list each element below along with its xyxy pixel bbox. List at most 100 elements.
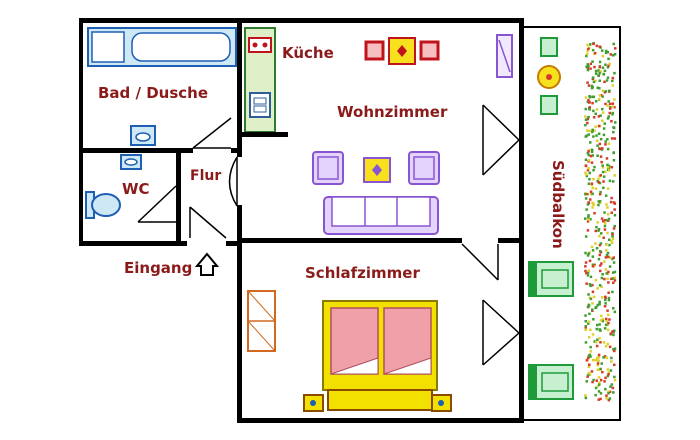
living-room-set <box>312 151 440 235</box>
plant-dot <box>599 155 603 158</box>
plant-dot <box>599 319 603 322</box>
plant-dot <box>609 332 613 335</box>
plant-dot <box>586 129 589 132</box>
plant-dot <box>603 69 607 73</box>
plant-dot <box>601 49 604 52</box>
plant-dot <box>591 76 595 79</box>
balcony-lounger-icon <box>528 261 574 297</box>
balcony-lounger-icon <box>528 364 574 400</box>
plant-dot <box>598 200 601 204</box>
plant-dot <box>595 134 598 137</box>
plant-dot <box>606 328 610 332</box>
plant-dot <box>607 296 611 300</box>
plant-dot <box>593 340 596 343</box>
plant-dot <box>604 298 607 302</box>
plant-dot <box>586 271 590 274</box>
plant-dot <box>592 169 595 172</box>
plant-dot <box>606 50 610 54</box>
plant-dot <box>612 159 616 162</box>
plant-dot <box>604 295 607 299</box>
plant-dot <box>608 111 611 115</box>
plant-dot <box>586 254 590 257</box>
plant-dot <box>610 137 614 140</box>
plant-dot <box>613 363 616 367</box>
plant-dot <box>587 182 591 185</box>
plant-dot <box>604 323 608 327</box>
plant-dot <box>606 323 609 327</box>
plant-dot <box>604 90 608 93</box>
plant-dot <box>587 373 590 377</box>
plant-dot <box>605 317 608 321</box>
plant-dot <box>611 180 615 183</box>
plant-dot <box>604 268 608 271</box>
plant-dot <box>599 264 602 267</box>
room-label-wohnzimmer: Wohnzimmer <box>337 103 448 121</box>
plant-dot <box>609 369 613 372</box>
bathtub-icon <box>87 27 237 67</box>
plant-dot <box>601 107 604 111</box>
plant-dot <box>608 345 612 349</box>
balcony-chair-icon <box>540 95 558 115</box>
plant-dot <box>602 180 605 183</box>
plant-dot <box>588 171 591 175</box>
plant-dot <box>589 297 593 301</box>
plant-dot <box>611 235 614 238</box>
plant-dot <box>589 284 592 288</box>
plant-dot <box>600 296 604 299</box>
plant-dot <box>592 42 595 46</box>
plant-dot <box>596 362 600 365</box>
plant-dot <box>589 275 593 279</box>
plant-dot <box>596 144 599 147</box>
plant-dot <box>605 249 608 252</box>
plant-dot <box>606 66 610 69</box>
plant-dot <box>592 202 595 205</box>
plant-dot <box>588 259 592 263</box>
entrance-label: Eingang <box>124 259 192 277</box>
plant-dot <box>592 295 596 299</box>
plant-dot <box>606 277 609 280</box>
plant-dot <box>602 341 606 344</box>
plant-dot <box>585 54 588 58</box>
plant-dot <box>612 201 616 204</box>
plant-dot <box>598 383 601 386</box>
plant-dot <box>589 190 593 193</box>
balcony-doors <box>482 104 520 366</box>
double-bed-icon <box>322 300 438 391</box>
plant-dot <box>591 48 595 52</box>
plant-dot <box>604 387 607 391</box>
plant-dot <box>591 265 595 268</box>
plant-dot <box>589 154 593 158</box>
plant-dot <box>585 359 589 362</box>
plant-dot <box>594 72 598 75</box>
plant-dot <box>592 135 595 138</box>
plant-dot <box>586 274 590 277</box>
plant-dot <box>596 359 600 362</box>
plant-dot <box>590 84 594 88</box>
plant-dot <box>605 356 608 360</box>
plant-dot <box>606 231 609 235</box>
plant-dot <box>587 356 590 360</box>
plant-dot <box>587 322 590 325</box>
plant-dot <box>601 119 604 122</box>
plant-dot <box>584 394 587 397</box>
plant-dot <box>591 128 594 132</box>
plant-dot <box>587 167 590 170</box>
plant-dot <box>584 164 588 168</box>
plant-dot <box>586 100 590 104</box>
plant-dot <box>600 217 604 220</box>
plant-dot <box>584 327 587 330</box>
plant-dot <box>598 142 602 146</box>
plant-dot <box>607 313 610 317</box>
plant-dot <box>613 276 617 279</box>
plant-dot <box>592 177 595 181</box>
plant-dot <box>594 69 598 73</box>
plant-dot <box>594 242 597 245</box>
plant-dot <box>595 139 599 142</box>
plant-dot <box>598 193 602 196</box>
plant-dot <box>597 177 600 181</box>
plant-dot <box>587 365 591 369</box>
plant-dot <box>606 368 610 371</box>
plant-dot <box>608 243 611 247</box>
plant-dot <box>593 129 596 132</box>
plant-dot <box>607 371 611 374</box>
